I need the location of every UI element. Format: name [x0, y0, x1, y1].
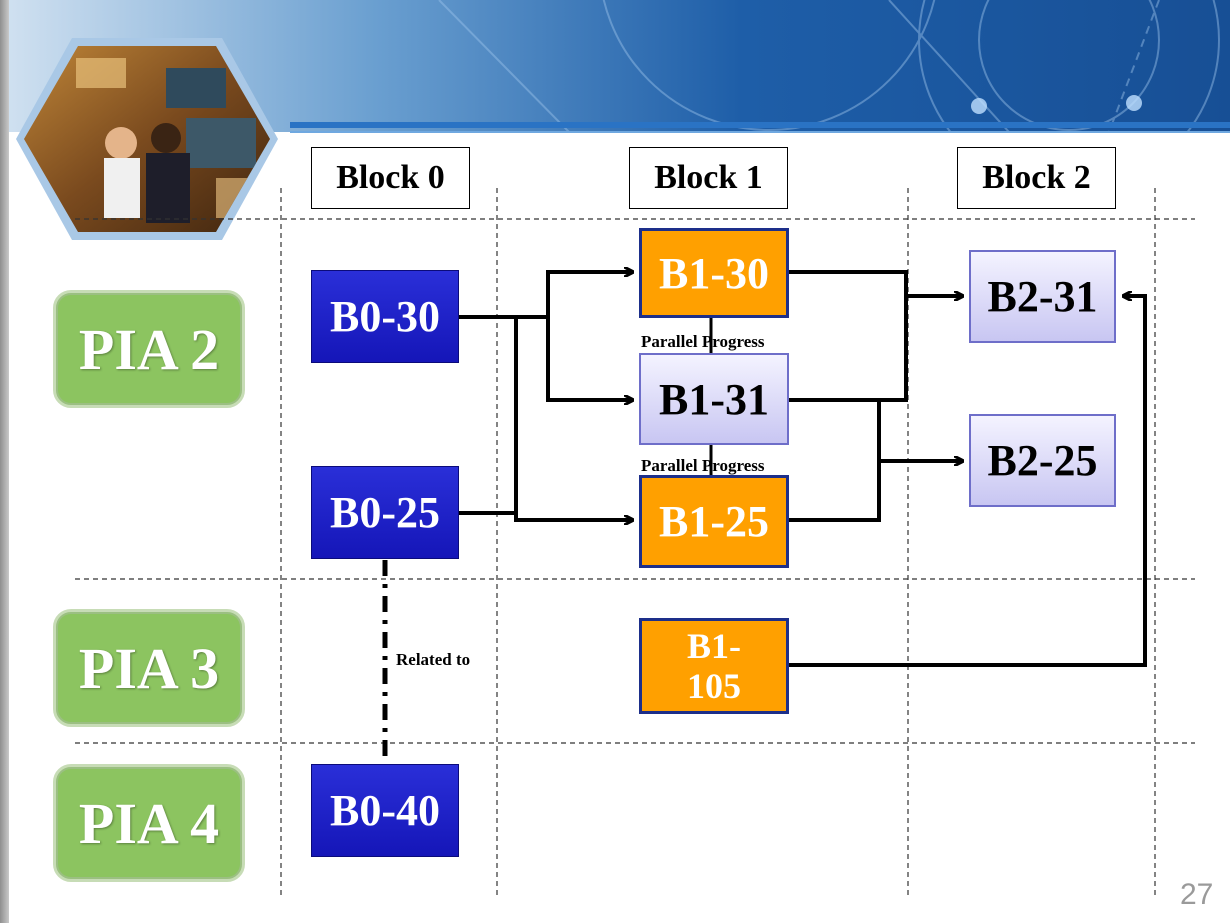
module-b0-30: B0-30: [311, 270, 459, 363]
left-border-bar: [0, 0, 9, 923]
parallel-progress-label-2: Parallel Progress: [641, 456, 765, 475]
pia-2-label: PIA 2: [53, 290, 245, 408]
pia-3-label: PIA 3: [53, 609, 245, 727]
block-1-header: Block 1: [629, 147, 788, 209]
module-b2-31: B2-31: [969, 250, 1116, 343]
arrow-b1-25-to-b2-25: [789, 461, 881, 522]
block-2-header: Block 2: [957, 147, 1116, 209]
banner-underline: [290, 122, 1230, 128]
module-b1-105-line-1: B1-: [687, 626, 741, 666]
block-0-header: Block 0: [311, 147, 470, 209]
arrow-b1-31-to-b2-31: [789, 296, 908, 402]
arrow-b0-30-to-b1-30: [459, 272, 632, 319]
arrow-b0-30-to-b1-31: [546, 317, 632, 400]
banner-underline-thin: [290, 131, 1230, 133]
module-b1-30: B1-30: [639, 228, 789, 318]
arrow-b0-30-to-b1-25: [514, 317, 632, 520]
module-b0-40: B0-40: [311, 764, 459, 857]
arrow-b1-105-to-b2-31: [789, 296, 1147, 667]
module-b0-25: B0-25: [311, 466, 459, 559]
parallel-progress-label-1: Parallel Progress: [641, 332, 765, 351]
control-room-photo: [16, 38, 278, 240]
related-to-label: Related to: [396, 650, 471, 669]
arrow-b1-30-to-b2-31: [789, 270, 962, 296]
module-b1-31: B1-31: [639, 353, 789, 445]
banner-radar-graphic: [438, 0, 1220, 132]
module-b2-25: B2-25: [969, 414, 1116, 507]
page-number: 27: [1180, 878, 1214, 911]
pia-4-label: PIA 4: [53, 764, 245, 882]
module-b1-105-line-2: 105: [687, 666, 741, 706]
module-b1-105: B1- 105: [639, 618, 789, 714]
arrow-b1-31-to-b2-25: [789, 398, 962, 461]
module-b1-25: B1-25: [639, 475, 789, 568]
